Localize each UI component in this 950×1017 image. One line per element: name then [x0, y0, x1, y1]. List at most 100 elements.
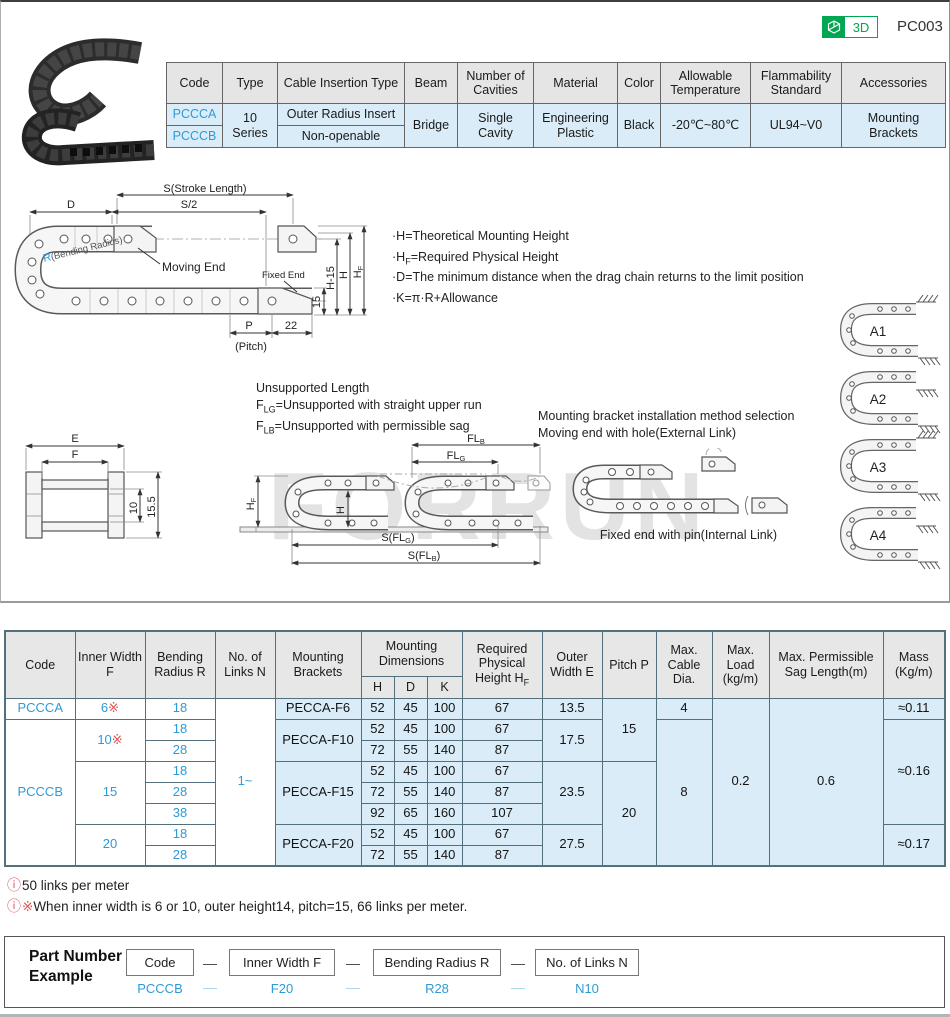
spec-row-1: PCCCA 6※ 18 1~ PECCA-F6 52 45 100 67 13.…	[4, 697, 946, 867]
label-s-flg: S(FLG)	[381, 532, 414, 545]
spec-col-load: Max. Load (kg/m)	[711, 630, 770, 699]
unsupported-length-notes: Unsupported Length FLG=Unsupported with …	[256, 380, 482, 439]
col-material: Material	[533, 62, 618, 104]
hook-pins	[292, 479, 522, 527]
col-code: Code	[166, 62, 223, 104]
cell-radius: 28	[144, 739, 216, 762]
page-bottom-rule	[0, 1014, 950, 1017]
label-d: D	[67, 199, 75, 211]
link-separators	[74, 227, 231, 313]
footnote-1: ⓘ50 links per meter	[7, 877, 130, 893]
formula-hf: ·HF=Required Physical Height	[392, 249, 559, 267]
label-a1: A1	[870, 324, 887, 339]
part-number-example: Part Number Example Code — Inner Width F…	[4, 936, 945, 1008]
label-a3: A3	[870, 460, 887, 475]
cell-e: 13.5	[541, 697, 603, 720]
info-icon: ⓘ	[7, 898, 21, 914]
label-p: P	[245, 320, 252, 332]
mounting-subtitle: Moving end with hole(External Link)	[538, 425, 737, 440]
cell-hf: 67	[461, 718, 543, 741]
cell-k: 140	[426, 739, 463, 762]
cell-h: 72	[360, 781, 395, 804]
pn-box-code: Code	[126, 949, 194, 976]
cell-links: 1~	[214, 697, 276, 867]
cell-inner-width: 10※	[74, 718, 146, 762]
pn-value-dash: —	[203, 979, 217, 995]
col-insertion: Cable Insertion Type	[277, 62, 405, 104]
cell-radius: 18	[144, 760, 216, 783]
info-icon: ⓘ	[7, 877, 21, 893]
fixed-end-bracket	[257, 287, 313, 315]
cell-k: 140	[426, 781, 463, 804]
spec-col-mounting-dims: Mounting Dimensions	[360, 630, 463, 677]
drag-chain-photo-upper	[28, 38, 143, 126]
pn-value-dash: —	[346, 979, 360, 995]
cell-h: 52	[360, 718, 395, 741]
col-beam: Beam	[404, 62, 458, 104]
pn-dash: —	[203, 955, 217, 971]
col-type: Type	[222, 62, 278, 104]
spec-col-sag: Max. Permissible Sag Length(m)	[768, 630, 884, 699]
label-flb: FLB	[467, 433, 485, 446]
cell-pitch: 15	[601, 697, 657, 762]
cell-k: 100	[426, 760, 463, 783]
cell-beam: Bridge	[404, 103, 458, 148]
config-a1: A1	[839, 294, 941, 366]
label-15-5: 15.5	[146, 496, 158, 517]
spec-col-h: H	[360, 675, 395, 699]
pn-box-bending-radius: Bending Radius R	[373, 949, 501, 976]
cell-h: 72	[360, 739, 395, 762]
cell-radius: 28	[144, 781, 216, 804]
label-moving-end: Moving End	[162, 260, 225, 274]
cell-bracket: PECCA-F20	[274, 823, 362, 867]
label-h-unsup: H	[335, 506, 347, 514]
cell-inner-width: 6※	[74, 697, 146, 720]
cell-h: 52	[360, 823, 395, 846]
cell-hf: 87	[461, 844, 543, 867]
col-color: Color	[617, 62, 661, 104]
unsupported-title: Unsupported Length	[256, 381, 370, 395]
product-info-table: Code Type Cable Insertion Type Beam Numb…	[166, 62, 946, 148]
cross-section-diagram: E F 10 15.5	[25, 433, 162, 539]
cell-cable: 8	[655, 718, 713, 867]
cell-hf: 67	[461, 697, 543, 720]
mounting-title: Mounting bracket installation method sel…	[538, 409, 795, 423]
spec-col-brackets: Mounting Brackets	[274, 630, 362, 699]
cell-radius: 18	[144, 697, 216, 720]
label-a2: A2	[870, 392, 887, 407]
config-a2: A2	[839, 371, 941, 434]
unsupported-line1: FLG=Unsupported with straight upper run	[256, 397, 482, 415]
cell-d: 45	[393, 718, 428, 741]
drag-chain-photo-lower	[21, 108, 155, 166]
info-row-pccca: PCCCA 10 Series Outer Radius Insert Brid…	[166, 103, 946, 148]
cell-hf: 67	[461, 760, 543, 783]
info-header-row: Code Type Cable Insertion Type Beam Numb…	[166, 62, 946, 104]
footnotes: ⓘ50 links per meter ⓘ※When inner width i…	[7, 875, 467, 917]
pn-value-bending-radius: R28	[425, 981, 449, 996]
col-temperature: Allowable Temperature	[660, 62, 751, 104]
pn-dash: —	[346, 955, 360, 971]
cell-insertion-nonopen: Non-openable	[277, 125, 405, 148]
cell-mass: ≈0.17	[882, 823, 946, 867]
spec-row-4: 15 18 PECCA-F15 52 45 100 67 23.5 20	[5, 760, 945, 867]
cell-k: 100	[426, 718, 463, 741]
cell-mass: ≈0.11	[882, 697, 946, 720]
col-cavities: Number of Cavities	[457, 62, 534, 104]
formula-d: ·D=The minimum distance when the drag ch…	[392, 270, 804, 284]
cell-e: 27.5	[541, 823, 603, 867]
3d-badge[interactable]: 3D	[822, 16, 878, 38]
cell-inner-width: 15	[74, 760, 146, 825]
pn-box-inner-width: Inner Width F	[229, 949, 335, 976]
cell-insertion-outer: Outer Radius Insert	[277, 103, 405, 126]
unsupported-line2: FLB=Unsupported with permissible sag	[256, 418, 470, 436]
spec-col-cable: Max. Cable Dia.	[655, 630, 713, 699]
label-f: F	[72, 449, 79, 461]
label-a4: A4	[870, 528, 887, 543]
page-code: PC003	[897, 18, 943, 35]
cell-cavities: Single Cavity	[457, 103, 534, 148]
cell-d: 55	[393, 739, 428, 762]
config-a4: A4	[839, 507, 941, 570]
installation-configs: A1 A2 A3 A4	[839, 294, 941, 570]
cell-cable: 4	[655, 697, 713, 720]
